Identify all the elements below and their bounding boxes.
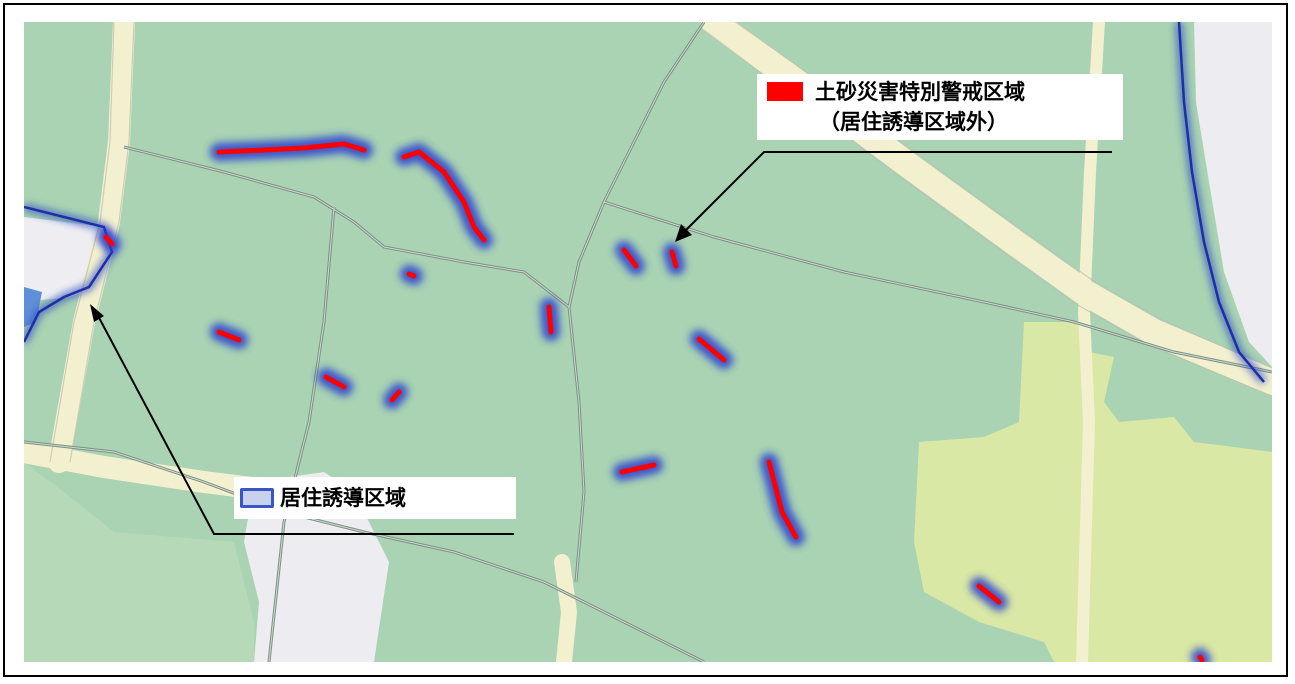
water-feature xyxy=(24,287,42,327)
hazard-zone xyxy=(669,249,679,269)
residential-swatch xyxy=(240,488,274,508)
legend-sediment-hazard: 土砂災害特別警戒区域 （居住誘導区域外） xyxy=(757,74,1123,140)
legend-sublabel: （居住誘導区域外） xyxy=(819,110,1008,134)
legend-label: 居住誘導区域 xyxy=(280,486,406,510)
urban-area xyxy=(914,322,1272,662)
hazard-zone xyxy=(323,374,347,390)
hazard-zone xyxy=(216,329,242,343)
arrowhead-icon xyxy=(675,224,692,242)
hazard-zone xyxy=(621,247,639,269)
hazard-zone xyxy=(766,459,799,540)
built-area xyxy=(1194,22,1272,367)
legend-residential-zone: 居住誘導区域 xyxy=(234,477,516,519)
hazard-zone xyxy=(976,583,1002,605)
hazard-zone xyxy=(696,336,727,363)
urban-area xyxy=(24,462,254,662)
built-area xyxy=(244,472,389,662)
hazard-zone xyxy=(546,304,554,335)
hazard-zone xyxy=(103,234,115,247)
hazard-leader-line xyxy=(683,151,1112,233)
arrowhead-icon xyxy=(90,304,104,322)
hazard-swatch xyxy=(767,82,803,101)
legend-label: 土砂災害特別警戒区域 xyxy=(815,80,1025,104)
hazard-zones[interactable] xyxy=(97,135,1211,662)
hazard-zone xyxy=(406,271,417,279)
hazard-zone xyxy=(389,389,402,403)
hazard-zone xyxy=(1197,654,1205,662)
residential-zone-edge xyxy=(24,22,1265,383)
hazard-zone xyxy=(216,141,367,155)
leader-arrowheads xyxy=(90,224,692,322)
hazard-zone xyxy=(619,462,657,475)
leader-lines xyxy=(95,151,1112,535)
residential-leader-line xyxy=(95,311,514,535)
local-road-centers xyxy=(24,22,1272,662)
hazard-zone xyxy=(401,149,487,243)
